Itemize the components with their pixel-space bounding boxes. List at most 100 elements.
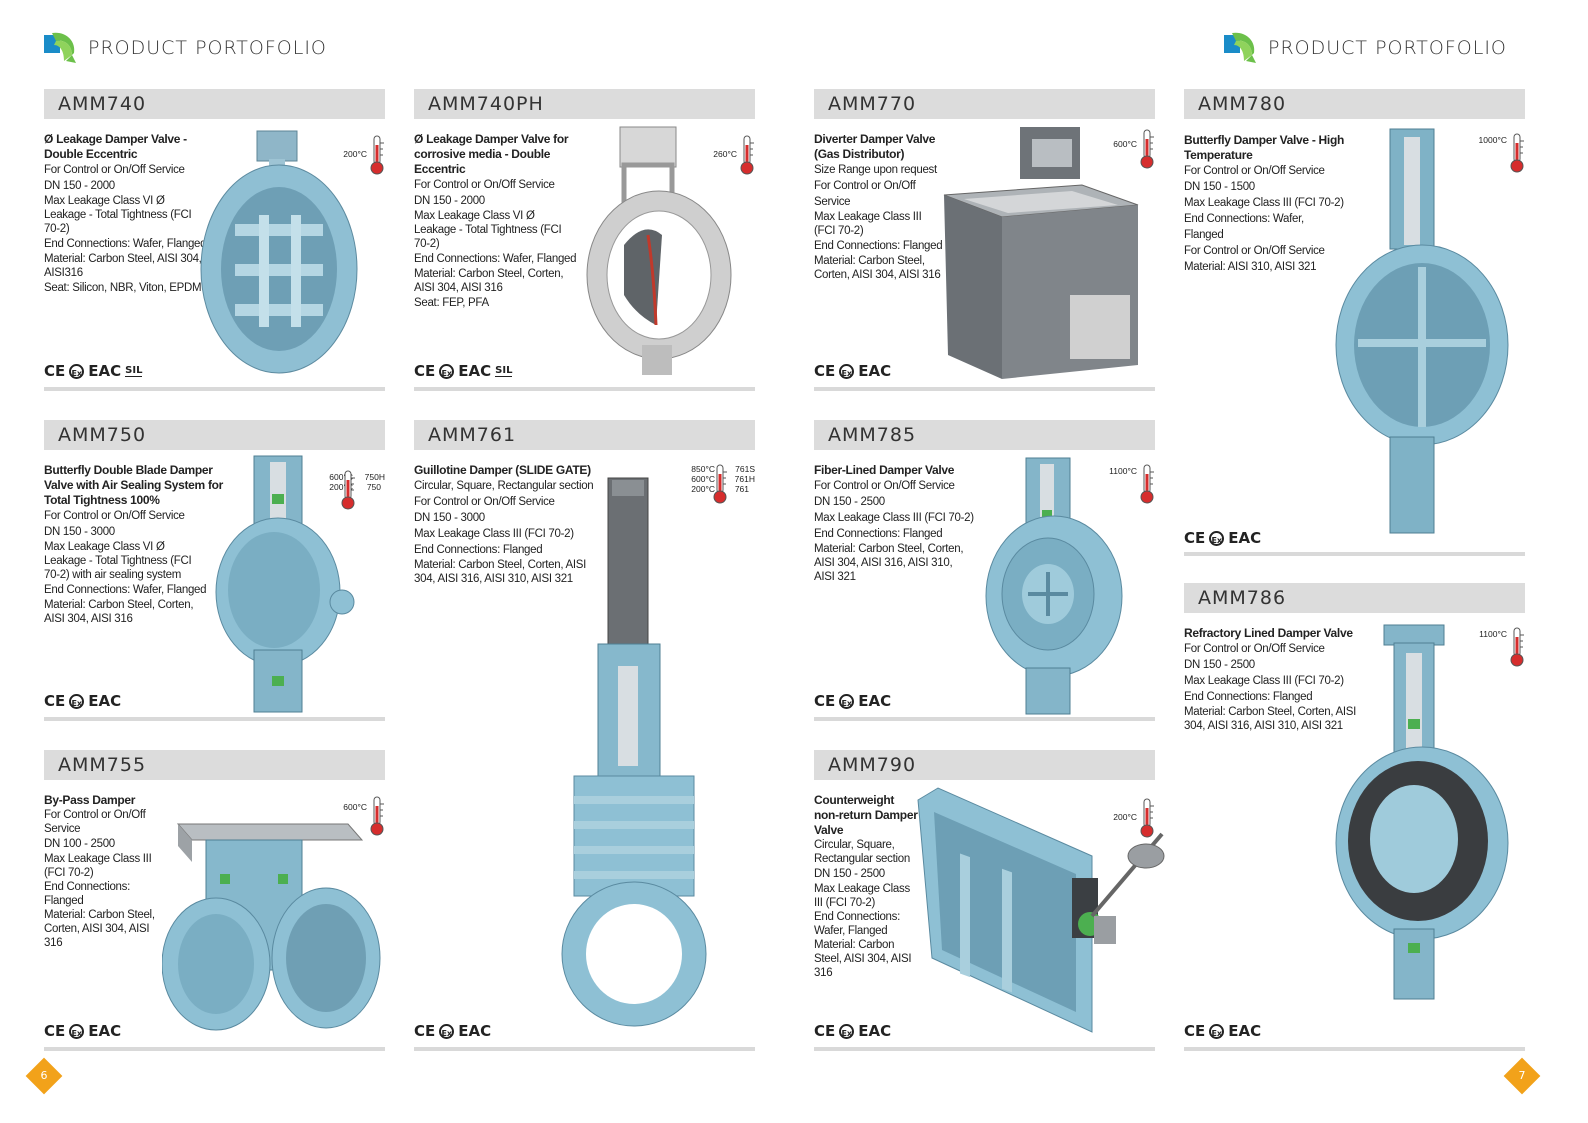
- company-logo: [1222, 31, 1264, 65]
- spec-line: Material: Carbon Steel, Corten, AISI 304…: [814, 543, 964, 583]
- spec-line: Max Leakage Class VI Ø Leakage - Total T…: [414, 210, 562, 250]
- product-card-amm740: AMM740 Ø Leakage Damper Valve - Double E…: [44, 89, 385, 392]
- certification-marks: CE Ex EAC: [1184, 1022, 1261, 1040]
- eac-mark: EAC: [88, 362, 122, 380]
- product-code: AMM750: [58, 424, 147, 446]
- ce-mark: CE: [1184, 529, 1206, 547]
- spec-line: For Control or On/Off Service: [1184, 245, 1325, 257]
- card-divider: [814, 387, 1155, 391]
- ex-mark: Ex: [1209, 530, 1225, 546]
- spec-line: Max Leakage Class III (FCI 70-2): [814, 883, 910, 909]
- product-card-amm786: AMM786 Refractory Lined Damper Valve For…: [1184, 583, 1525, 1054]
- product-title: Butterfly Double Blade Damper Valve with…: [44, 463, 224, 507]
- eac-mark: EAC: [458, 362, 492, 380]
- spec-line: DN 150 - 2500: [1184, 659, 1255, 671]
- temperature-model: 750: [366, 482, 381, 492]
- temperature-indicator: 600°C 200°C 750H 750: [329, 470, 385, 515]
- card-header-bar: [414, 420, 755, 450]
- eac-mark: EAC: [88, 692, 122, 710]
- temperature-label: 260°C: [713, 149, 737, 159]
- product-description: Guillotine Damper (SLIDE GATE) Circular,…: [414, 463, 604, 586]
- product-description: Counterweight non-return Damper Valve Ci…: [814, 793, 920, 980]
- temperature-label: 200°C: [1113, 812, 1137, 822]
- product-description: Butterfly Double Blade Damper Valve with…: [44, 463, 244, 626]
- temperature-label: 600°C: [329, 472, 353, 482]
- thermometer-icon: [340, 470, 356, 515]
- spec-line: Material: Carbon Steel, Corten, AISI 304…: [414, 559, 587, 585]
- product-code: AMM790: [828, 754, 917, 776]
- header-right: PRODUCT PORTOFOLIO: [1222, 30, 1507, 66]
- product-card-amm785: AMM785 Fiber-Lined Damper Valve For Cont…: [814, 420, 1155, 723]
- product-card-amm761: AMM761 Guillotine Damper (SLIDE GATE) Ci…: [414, 420, 755, 1054]
- certification-marks: CE Ex EAC: [814, 362, 891, 380]
- thermometer-icon: [1139, 798, 1155, 843]
- spec-line: Max Leakage Class III (FCI 70-2): [814, 211, 922, 237]
- product-title: Guillotine Damper (SLIDE GATE): [414, 463, 591, 477]
- temperature-label: 1100°C: [1479, 629, 1507, 639]
- card-divider: [44, 1047, 385, 1051]
- spec-line: End Connections: Flanged: [44, 881, 130, 907]
- product-description: Ø Leakage Damper Valve for corrosive med…: [414, 132, 604, 311]
- spec-line: Material: AISI 310, AISI 321: [1184, 261, 1317, 273]
- card-divider: [1184, 1047, 1525, 1051]
- ex-mark: Ex: [69, 363, 85, 379]
- spec-line: For Control or On/Off Service: [44, 510, 185, 522]
- damper-valve-image: [985, 457, 1123, 715]
- temperature-indicator: 200°C: [1100, 798, 1155, 840]
- product-card-amm770: AMM770 Diverter Damper Valve (Gas Distri…: [814, 89, 1155, 392]
- page-number: 7: [1518, 1069, 1526, 1082]
- spec-line: End Connections: Flanged: [414, 544, 543, 556]
- spec-line: DN 150 - 3000: [414, 512, 485, 524]
- temperature-model: 750H: [364, 472, 385, 482]
- product-code: AMM780: [1198, 93, 1287, 115]
- bypass-damper-image: [162, 823, 381, 1031]
- counterweight-damper-image: [917, 787, 1165, 1033]
- spec-line: Max Leakage Class III (FCI 70-2): [414, 528, 574, 540]
- eac-mark: EAC: [88, 1022, 122, 1040]
- spec-line: End Connections: Wafer, Flanged: [44, 238, 207, 250]
- product-title: By-Pass Damper: [44, 793, 136, 807]
- temperature-indicator: 200°C: [340, 135, 385, 177]
- temperature-indicator: 1100°C: [1100, 464, 1155, 506]
- thermometer-icon: [369, 796, 385, 841]
- spec-line: For Control or On/Off Service: [814, 480, 955, 492]
- eac-mark: EAC: [1228, 1022, 1262, 1040]
- product-card-amm790: AMM790 Counterweight non-return Damper V…: [814, 750, 1165, 1054]
- card-header-bar: [814, 420, 1155, 450]
- diverter-damper-image: [943, 127, 1139, 379]
- sil-mark: SIL: [125, 364, 143, 377]
- card-divider: [44, 387, 385, 391]
- sil-mark: SIL: [495, 364, 513, 377]
- thermometer-icon: [712, 464, 728, 509]
- ce-mark: CE: [44, 692, 66, 710]
- product-code: AMM786: [1198, 587, 1287, 609]
- card-header-bar: [44, 89, 385, 119]
- product-code: AMM785: [828, 424, 917, 446]
- temperature-label: 600°C: [691, 474, 715, 484]
- temperature-label: 1000°C: [1478, 135, 1507, 145]
- product-card-amm740ph: AMM740PH Ø Leakage Damper Valve for corr…: [414, 89, 755, 392]
- thermometer-icon: [739, 135, 755, 180]
- card-header-bar: [814, 89, 1155, 119]
- page-number: 6: [40, 1069, 48, 1082]
- spec-line: Material: Carbon Steel, Corten, AISI 304…: [44, 599, 194, 625]
- product-title: Diverter Damper Valve (Gas Distributor): [814, 132, 936, 161]
- damper-valve-image: [200, 130, 358, 374]
- ex-mark: Ex: [439, 363, 455, 379]
- eac-mark: EAC: [458, 1022, 492, 1040]
- damper-valve-image: [1335, 128, 1509, 534]
- temperature-indicator: 1000°C: [1478, 133, 1525, 175]
- ce-mark: CE: [44, 1022, 66, 1040]
- product-code: AMM740PH: [428, 93, 544, 115]
- certification-marks: CE Ex EAC SIL: [44, 362, 143, 380]
- spec-line: Material: Carbon Steel, Corten, AISI 304…: [414, 268, 564, 294]
- spec-line: Material: Carbon Steel, AISI 304, AISI31…: [44, 253, 202, 279]
- damper-valve-image: [586, 126, 732, 375]
- header-left: PRODUCT PORTOFOLIO: [42, 30, 327, 66]
- product-code: AMM770: [828, 93, 917, 115]
- ce-mark: CE: [1184, 1022, 1206, 1040]
- thermometer-icon: [1509, 627, 1525, 672]
- product-description: By-Pass Damper For Control or On/Off Ser…: [44, 793, 162, 950]
- temperature-indicator: 600°C: [1110, 129, 1155, 171]
- ce-mark: CE: [414, 362, 436, 380]
